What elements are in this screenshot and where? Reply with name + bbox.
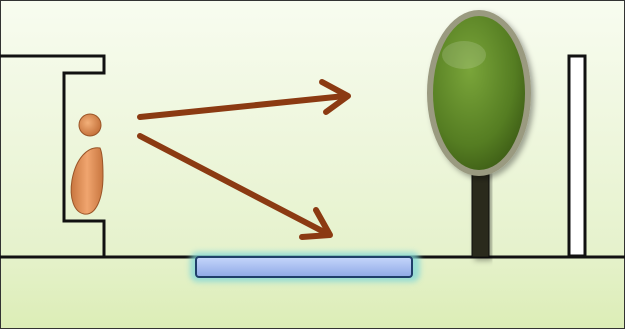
pole (569, 56, 585, 256)
tree-trunk (472, 170, 489, 257)
tree-canopy (433, 16, 525, 170)
puddle (190, 252, 420, 282)
